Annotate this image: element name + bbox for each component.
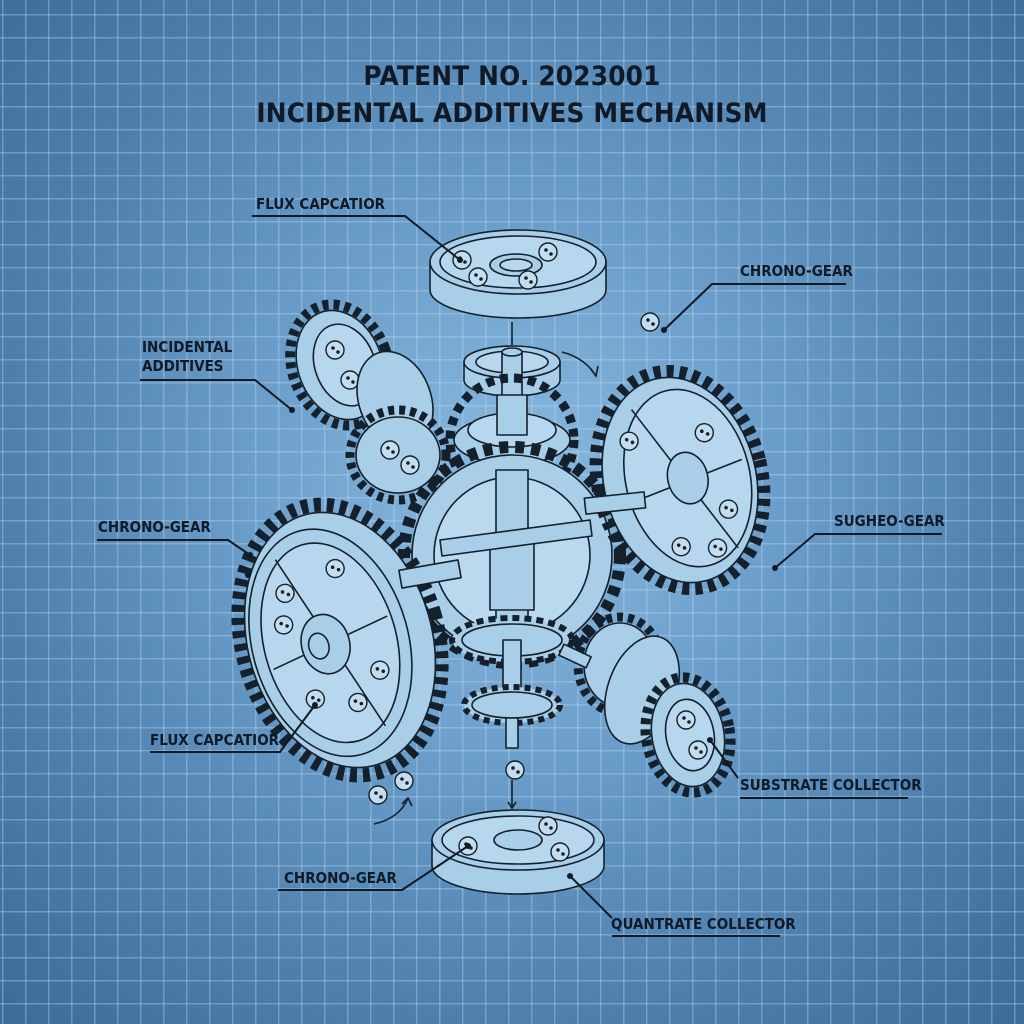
lower-right-gear-pair (558, 612, 736, 798)
upper-center-gear (445, 373, 579, 507)
label-chrono-gear-top-right: CHRONO-GEAR (740, 262, 853, 280)
label-chrono-gear-left: CHRONO-GEAR (98, 518, 211, 536)
floating-particle (640, 312, 660, 332)
mechanism-name: INCIDENTAL ADDITIVES MECHANISM (256, 98, 768, 129)
patent-number: PATENT NO. 2023001 (363, 61, 661, 92)
label-incidental-line1: INCIDENTAL (142, 338, 233, 356)
label-incidental-line2: ADDITIVES (142, 357, 224, 375)
label-substrate-collector: SUBSTRATE COLLECTOR (740, 776, 922, 794)
top-dish-part (429, 229, 607, 319)
motion-arrows (373, 351, 599, 825)
center-gear-ring (398, 441, 626, 669)
diagram-title: PATENT NO. 2023001 INCIDENTAL ADDITIVES … (41, 58, 983, 132)
bottom-dish-part (431, 809, 605, 895)
upper-left-gear-pair (285, 299, 451, 505)
label-chrono-gear-bottom: CHRONO-GEAR (284, 869, 397, 887)
label-sugheo-gear: SUGHEO-GEAR (834, 512, 945, 530)
top-spindle-disc (463, 345, 561, 398)
leader-lines (97, 215, 942, 937)
left-chrono-wheel (231, 497, 449, 783)
label-quantrate-collector: QUANTRATE COLLECTOR (611, 915, 796, 933)
label-flux-capcatior-bottom: FLUX CAPCATIOR (150, 731, 280, 749)
label-incidental-additives: INCIDENTAL ADDITIVES (142, 338, 232, 376)
lower-center-gears (449, 615, 575, 749)
label-flux-capcatior-top: FLUX CAPCATIOR (256, 195, 386, 213)
